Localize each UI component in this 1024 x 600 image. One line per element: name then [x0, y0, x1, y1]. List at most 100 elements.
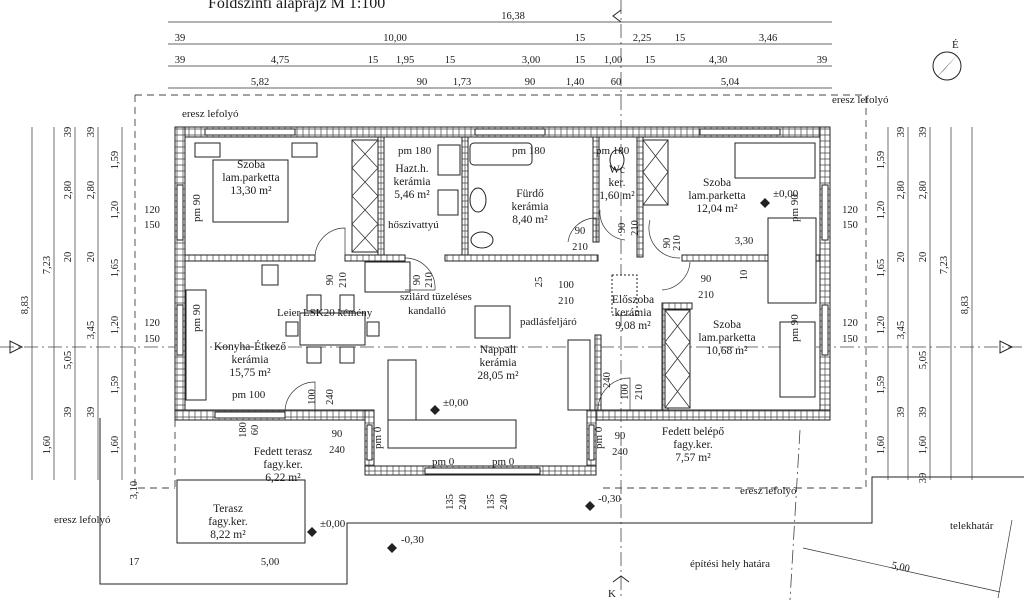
annotation-label: szilárd tüzeléses: [400, 291, 472, 303]
plan-title: Földszinti alaprajz M 1:100: [208, 0, 385, 12]
dimension-label: 39: [817, 55, 828, 66]
dimension-label: 3,45: [896, 321, 907, 339]
dimension-label: 20: [918, 252, 929, 263]
dimension-label: 1,59: [110, 151, 121, 169]
annotation-label: -0,30: [598, 493, 621, 505]
room-area: 10,68 m²: [706, 345, 748, 357]
room-area: 5,46 m²: [394, 189, 430, 201]
annotation-label: pm 180: [512, 145, 546, 157]
annotation-label: 210: [630, 220, 641, 236]
room-name: Szoba: [237, 159, 265, 171]
dimension-label: 8,83: [960, 296, 971, 314]
annotation-label: pm 90: [191, 194, 203, 222]
furniture: [176, 139, 817, 544]
annotation-label: eresz lefolyó: [54, 514, 111, 526]
dimension-label: 3,46: [759, 33, 777, 44]
north-arrow-icon: É: [932, 39, 962, 81]
level-marker-icon: [585, 501, 595, 511]
windows: [176, 128, 829, 475]
annotation-label: pm 180: [596, 145, 630, 157]
wc-toilet: [609, 149, 625, 171]
annotation-label: 240: [458, 494, 469, 510]
room-name: Hazt.h.: [395, 163, 428, 175]
annotation-label: 90: [701, 274, 712, 285]
annotation-label: 150: [144, 220, 160, 231]
room-name: Fürdő: [516, 188, 544, 200]
dimension-label: 3,00: [522, 55, 540, 66]
annotation-label: 240: [325, 389, 336, 405]
annotation-label: 3,10: [129, 481, 140, 499]
room-floor: kerámia: [511, 201, 548, 213]
annotation-label: 120: [842, 318, 858, 329]
annotation-label: pm 100: [232, 389, 266, 401]
dimension-label: 5,05: [63, 351, 74, 369]
annotation-label: pm 90: [789, 194, 801, 222]
kitchen-counter: [185, 289, 207, 401]
dimension-label: 39: [86, 407, 97, 418]
room-area: 12,04 m²: [696, 203, 738, 215]
room-name: Fedett belépő: [662, 426, 725, 438]
annotation-label: 210: [572, 242, 588, 253]
dimension-label: 90: [525, 77, 536, 88]
attic-hatch: [611, 274, 638, 316]
annotation-label: 210: [338, 272, 349, 288]
room-floor: fagy.ker.: [673, 439, 713, 451]
level-marker-icon: [430, 405, 440, 415]
room-name: Előszoba: [612, 294, 654, 306]
annotation-label: kandalló: [408, 305, 446, 317]
room-area: 6,22 m²: [265, 472, 301, 484]
annotation-label: Leier LSK20 kémény: [277, 307, 373, 319]
dimension-label: 10,00: [383, 33, 407, 44]
annotation-label: 150: [842, 334, 858, 345]
annotation-label: ±0,00: [443, 397, 469, 409]
dimension-label: 5,04: [721, 77, 740, 88]
annotation-label: 90: [325, 275, 336, 286]
dimension-label: 15: [645, 55, 656, 66]
roof-outline: [134, 94, 867, 489]
dimension-label: 15: [445, 55, 456, 66]
room-name: Terasz: [213, 503, 243, 515]
annotation-label: 10: [739, 270, 750, 281]
room-name: Konyha-Étkező: [214, 339, 286, 353]
room-name: Fedett terasz: [254, 446, 312, 458]
dimension-label: 39: [918, 407, 929, 418]
dimension-label: 1,60: [918, 436, 929, 454]
annotation-label: 3,30: [735, 236, 753, 247]
annotation-label: 100: [307, 389, 318, 405]
annotation-label: ±0,00: [773, 188, 799, 200]
dimension-label: 16,38: [501, 11, 525, 22]
room-area: 28,05 m²: [477, 370, 519, 382]
dimension-label: 1,20: [110, 316, 121, 334]
dimension-label: 1,59: [876, 376, 887, 394]
annotation-label: 120: [144, 318, 160, 329]
annotation-label: pm 0: [492, 456, 515, 468]
annotation-label: 240: [329, 445, 345, 456]
annotation-label: 180: [238, 422, 249, 438]
annotation-label: padlásfeljáró: [520, 316, 577, 328]
dimension-label: 1,59: [876, 151, 887, 169]
dimension-label: 39: [175, 33, 186, 44]
annotation-label: 120: [144, 205, 160, 216]
annotation-label: 90: [412, 275, 423, 286]
dimension-label: 2,80: [86, 181, 97, 199]
dimension-label: 1,95: [396, 55, 414, 66]
dimension-label: 39: [63, 127, 74, 138]
annotation-label: 210: [558, 296, 574, 307]
dimension-label: 1,60: [42, 436, 53, 454]
level-marker-icon: [387, 543, 397, 553]
chimney: [364, 261, 411, 293]
annotation-label: építési hely határa: [690, 558, 770, 570]
room-area: 8,40 m²: [512, 214, 548, 226]
dimension-label: 20: [896, 252, 907, 263]
annotation-label: 60: [250, 425, 261, 436]
annotation-label: 5,00: [890, 560, 910, 575]
dimension-label: 1,65: [110, 259, 121, 277]
room-floor: lam.parketta: [688, 190, 745, 202]
room-area: 1,60 m²: [599, 190, 635, 202]
level-marker-icon: [307, 527, 317, 537]
dimension-label: 1,00: [604, 55, 622, 66]
dimension-label: 4,30: [709, 55, 727, 66]
annotation-label: telekhatár: [950, 520, 994, 532]
section-marker-right-icon: [999, 340, 1014, 354]
